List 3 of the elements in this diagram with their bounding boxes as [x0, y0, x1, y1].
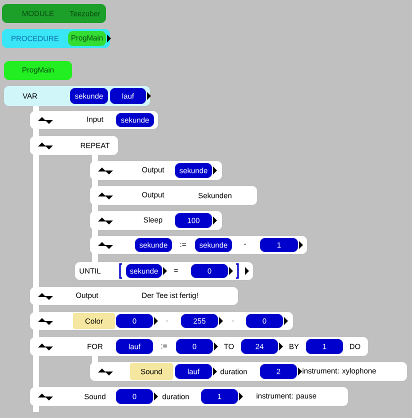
statement-block [30, 136, 118, 155]
block-header [2, 4, 106, 23]
procedure-header [4, 61, 72, 80]
